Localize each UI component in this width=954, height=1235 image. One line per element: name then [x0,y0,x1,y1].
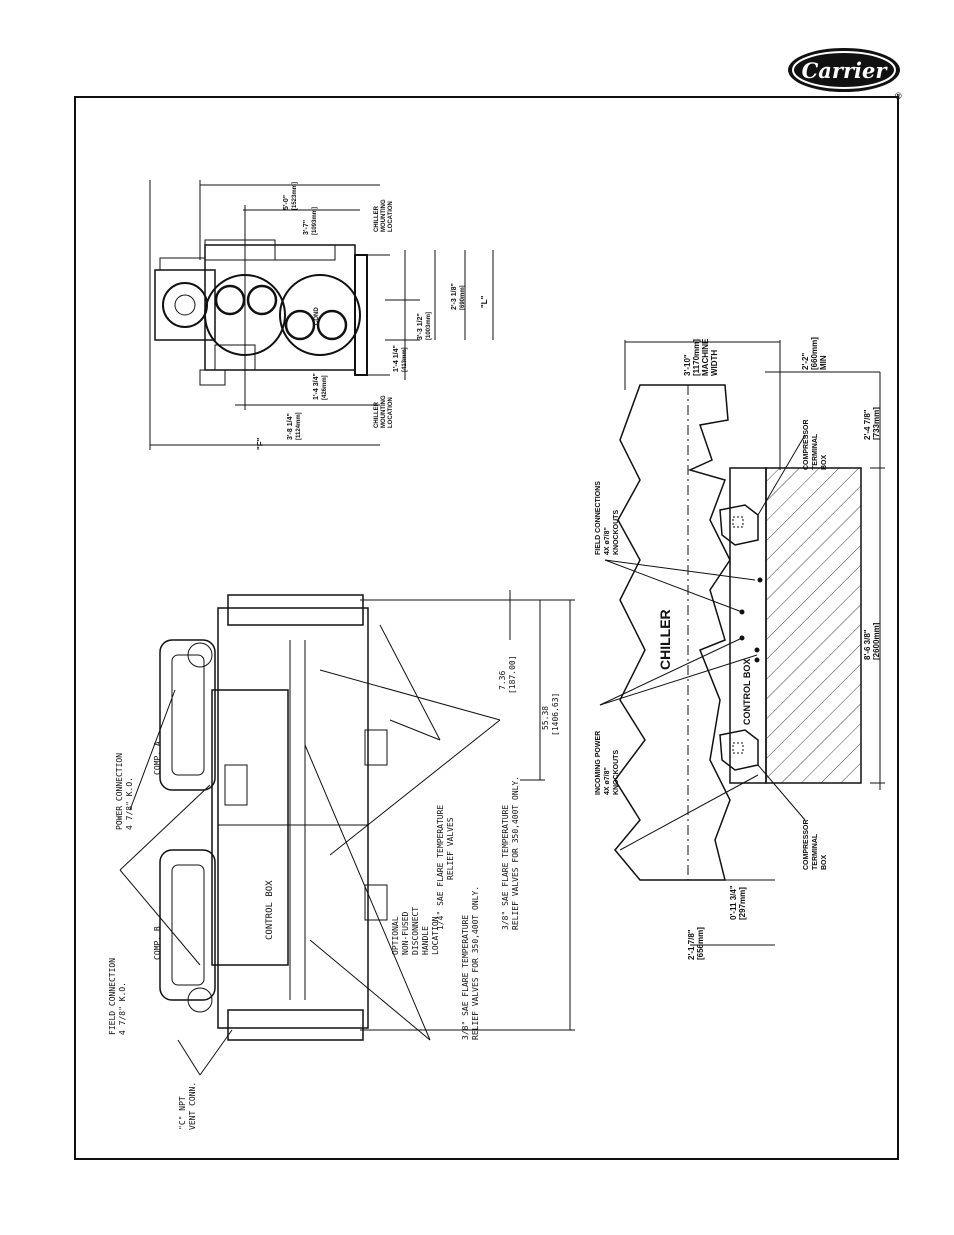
svg-text:3'-8 1/4": 3'-8 1/4" [287,413,294,440]
svg-text:7.36 [187.00]: 7.36 [187.00] [498,655,517,694]
brand-name: Carrier [802,58,889,83]
svg-text:[1093mm]: [1093mm] [312,207,318,235]
svg-text:FIELD CONNECTION 4 7/8": FIELD CONNECTION 4 7/8" K.O. [108,953,127,1035]
plan-view [599,340,885,946]
svg-text:"C" NPT VENT CONN.: "C" NPT VENT CONN. [178,1082,197,1130]
svg-text:1/4" SAE FLARE TEMPERATURE: 1/4" SAE FLARE TEMPERATURE RELIEF VALVES [436,800,455,930]
end-view [149,180,494,450]
svg-text:[1124mm]: [1124mm] [296,412,302,440]
svg-text:CONTROL BOX: CONTROL BOX [742,659,752,725]
svg-text:8'-6 3/8" [2600mm]: 8'-6 3/8" [2600mm] [863,622,881,660]
svg-text:CHILLER MOUNTING L: CHILLER MOUNTING LOCATION [374,394,394,428]
svg-text:COMPRESSOR TERMINAL: COMPRESSOR TERMINAL BOX [803,417,828,470]
svg-text:[690mm]: [690mm] [460,285,466,310]
svg-text:3'-3 1/2": 3'-3 1/2" [417,313,424,340]
svg-text:[1003mm]: [1003mm] [426,312,432,340]
svg-text:CHILLER: CHILLER [657,609,673,670]
label-l: "L" [480,295,489,308]
svg-text:3'-10" [1170mm] MA: 3'-10" [1170mm] MACHINE WIDTH [683,336,719,376]
svg-text:[413mm]: [413mm] [402,347,408,372]
svg-text:COMP. A: COMP. A [153,741,162,775]
svg-text:2'-4 7/8" [733mm]: 2'-4 7/8" [733mm] [863,407,881,440]
svg-text:3'-7": 3'-7" [303,220,310,235]
svg-text:0'-11 3/4" [297mm]: 0'-11 3/4" [297mm] [729,883,747,920]
drawing-frame [74,96,899,1160]
svg-text:"L": "L" [480,295,489,308]
svg-text:POWER CONNECTION 4 7/8": POWER CONNECTION 4 7/8" K.O. [115,748,134,830]
svg-text:COND: COND [314,307,320,325]
svg-text:CONTROL BOX: CONTROL BOX [265,880,275,940]
svg-text:COMP. B: COMP. B [153,926,162,960]
side-view [119,590,575,1076]
svg-text:3/8" SAE FLARE TEMPERATURE: 3/8" SAE FLARE TEMPERATURE RELIEF VALVES… [461,886,480,1040]
side-control-box: CONTROL BOX [265,880,275,940]
svg-text:5'-0": 5'-0" [283,195,290,210]
side-view-labels: POWER CONNECTION 4 7/8" K.O. COMP. A COM… [108,655,560,1130]
svg-text:FIELD CONNECTIONS 4X ø7/: FIELD CONNECTIONS 4X ø7/8" KNOCKOUTS [595,479,620,555]
svg-text:3/8" SAE FLARE TEMPERATURE: 3/8" SAE FLARE TEMPERATURE RELIEF VALVES… [501,776,520,930]
svg-text:INCOMING POWER 4X ø7/8": INCOMING POWER 4X ø7/8" KNOCKOUTS [595,729,620,795]
svg-text:2'-1 7/8" [656mm]: 2'-1 7/8" [656mm] [687,927,705,960]
svg-text:2'-2" [660mm] MIN: 2'-2" [660mm] MIN [801,335,828,370]
svg-text:1'-4 1/4": 1'-4 1/4" [393,345,400,372]
svg-text:OPTIONAL NON-FUSED: OPTIONAL NON-FUSED DISCONNECT HANDLE LOC… [391,902,440,955]
svg-text:1'-4 3/4": 1'-4 3/4" [313,373,320,400]
end-view-labels: 5'-0" [1523mm] 3'-7" [1093mm] 3'-8 1/4" … [256,182,489,450]
svg-text:CHILLER MOUNTING L: CHILLER MOUNTING LOCATION [374,198,394,232]
svg-text:2'-3 1/8": 2'-3 1/8" [451,283,458,310]
svg-text:"F": "F" [256,437,265,450]
plan-control-box: CONTROL BOX [742,659,752,725]
svg-text:COMPRESSOR TERMINAL: COMPRESSOR TERMINAL BOX [803,817,828,870]
plan-chiller-label: CHILLER [657,609,673,670]
carrier-logo: Carrier ® [788,48,902,101]
svg-text:[1523mm]: [1523mm] [292,182,298,210]
svg-text:55.38 [1406.63]: 55.38 [1406.63] [541,693,560,736]
plan-view-labels: CHILLER CONTROL BOX FIELD CONNECTIONS 4X… [595,335,881,960]
label-f: "F" [256,437,265,450]
svg-text:[426mm]: [426mm] [322,375,328,400]
